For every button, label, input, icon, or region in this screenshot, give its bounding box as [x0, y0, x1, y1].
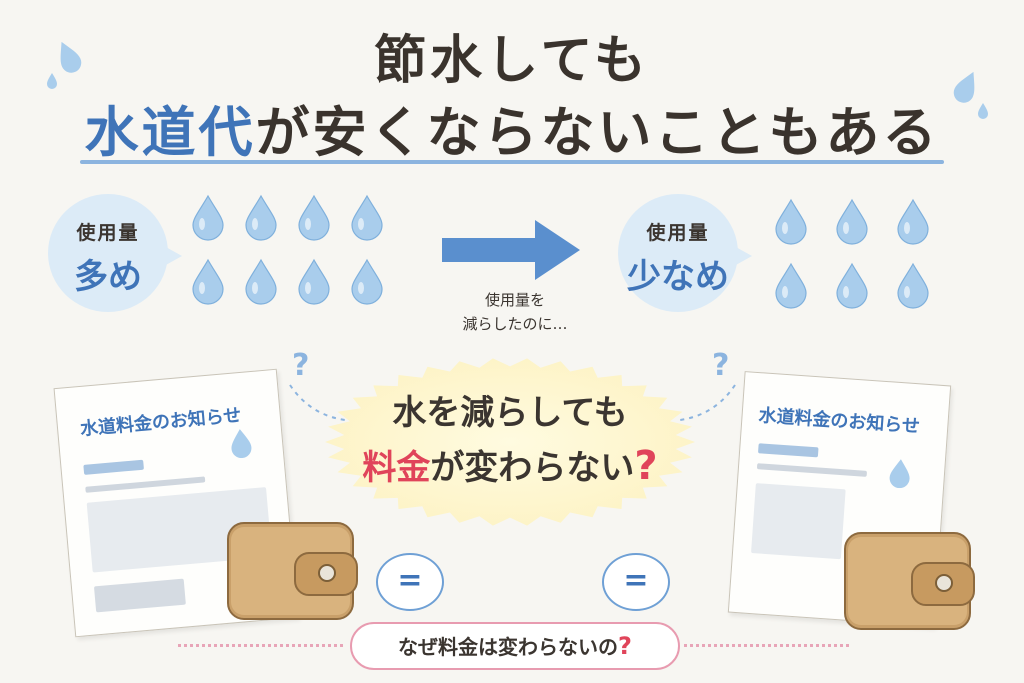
dotted-line-right	[684, 644, 849, 647]
water-drop-icon	[897, 262, 929, 309]
water-drop-icon	[245, 258, 277, 305]
center-question: ?	[634, 443, 658, 489]
bottom-question-pill: なぜ料金は変わらないの?	[350, 622, 680, 670]
water-drop-icon	[192, 194, 224, 241]
usage-label: 使用量	[76, 222, 140, 244]
title-line-2: 水道代が安くならないこともある	[0, 88, 1024, 167]
dotted-line-left	[178, 644, 343, 647]
bill-title: 水道料金のお知らせ	[757, 405, 921, 438]
usage-low-value: 少なめ	[627, 257, 729, 297]
bill-drop-icon	[889, 459, 910, 489]
arrow-label: 使用量を 減らしたのに…	[440, 288, 590, 336]
water-drop-icon	[775, 262, 807, 309]
bill-drop-icon	[231, 429, 252, 459]
water-drop-icon	[298, 258, 330, 305]
water-bill-left: 水道料金のお知らせ	[53, 368, 299, 638]
water-bill-right: 水道料金のお知らせ	[727, 371, 952, 627]
usage-high-value: 多め	[74, 257, 142, 297]
bottom-text: なぜ料金は変わらないの	[398, 635, 619, 659]
water-drop-icon	[836, 198, 868, 245]
equal-bubble-right: =	[602, 553, 670, 611]
wallet-right-icon	[844, 532, 975, 630]
bill-title: 水道料金のお知らせ	[79, 405, 243, 441]
water-drop-icon	[775, 198, 807, 245]
bottom-question: ?	[618, 632, 632, 660]
water-drop-icon	[836, 262, 868, 309]
center-burst-shape	[325, 358, 695, 526]
water-drop-icon	[192, 258, 224, 305]
splash-drops-right-icon	[953, 71, 988, 119]
center-message-line-1: 水を減らしても	[392, 393, 628, 433]
right-arrow-icon	[442, 220, 580, 280]
wallet-left-icon	[227, 522, 358, 620]
usage-low-bubble: 使用量 少なめ	[618, 194, 752, 312]
usage-high-bubble: 使用量 多め	[48, 194, 182, 312]
question-mark-left: ?	[292, 348, 310, 383]
equal-bubble-left: =	[376, 553, 444, 611]
center-rest: が変わらない	[430, 448, 635, 488]
usage-label: 使用量	[646, 222, 710, 244]
title-underline	[80, 160, 944, 164]
water-drop-icon	[351, 258, 383, 305]
water-drop-icon	[245, 194, 277, 241]
question-mark-right: ?	[712, 348, 730, 383]
center-red-word: 料金	[362, 448, 431, 488]
water-drop-icon	[351, 194, 383, 241]
title-line-1: 節水しても	[374, 31, 650, 91]
center-message-line-2: 料金が変わらない?	[330, 440, 690, 489]
water-drop-icon	[897, 198, 929, 245]
title-rest: が安くならないこともある	[255, 101, 940, 164]
arrow-label-line-2: 減らしたのに…	[462, 315, 568, 333]
title-blue-word: 水道代	[84, 101, 256, 164]
water-drop-icon	[298, 194, 330, 241]
splash-drops-left-icon	[47, 41, 82, 89]
arrow-label-line-1: 使用量を	[484, 291, 545, 309]
